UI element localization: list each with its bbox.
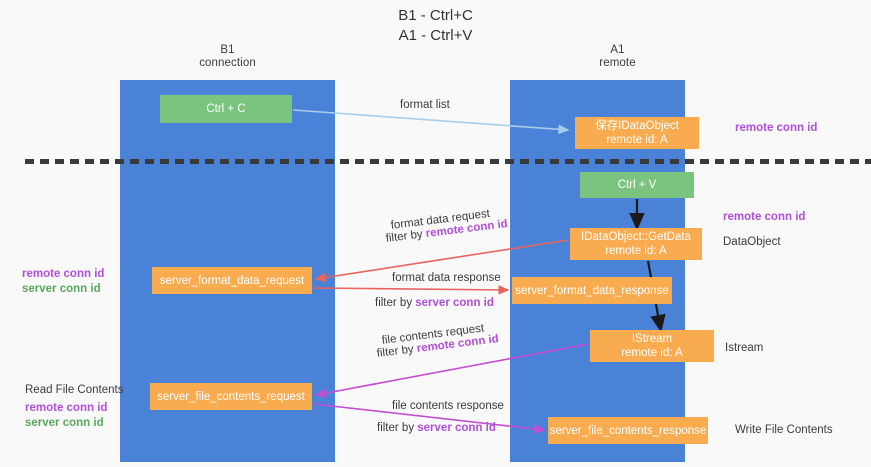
node-idataobject-getdata[interactable]: IDataObject::GetData remote id: A bbox=[570, 228, 702, 260]
node-istream[interactable]: IStream remote id: A bbox=[590, 330, 714, 362]
node-ctrl-v-label: Ctrl + V bbox=[617, 179, 657, 191]
annotation-remote-conn-id: remote conn id bbox=[22, 268, 105, 280]
node-ctrl-v[interactable]: Ctrl + V bbox=[580, 172, 694, 198]
node-server-format-data-request[interactable]: server_format_data_request bbox=[152, 267, 312, 294]
annotation-remote-conn-id: remote conn id bbox=[25, 402, 108, 414]
annotation-right-remote-conn-id-top: remote conn id bbox=[735, 121, 817, 136]
annotation-right-dataobject: DataObject bbox=[723, 235, 781, 250]
annotation-right-remote-conn-id-mid: remote conn id bbox=[723, 210, 805, 225]
lane-header-b1: B1 connection bbox=[140, 44, 315, 70]
node-istream-label: IStream bbox=[631, 333, 673, 345]
node-save-idataobject-label: 保存IDataObject bbox=[595, 120, 679, 132]
filter-key-server-conn-id: server conn id bbox=[417, 422, 496, 434]
node-ctrl-c[interactable]: Ctrl + C bbox=[160, 95, 292, 123]
edge-format-data-response bbox=[313, 285, 510, 295]
annotation-text: Write File Contents bbox=[735, 424, 833, 436]
edge-label-file-contents-response-text: file contents response bbox=[392, 400, 504, 412]
annotation-text: Read File Contents bbox=[25, 384, 124, 396]
annotation-right-write-file-contents: Write File Contents bbox=[735, 423, 833, 438]
filter-prefix: filter by bbox=[376, 343, 418, 360]
annotation-server-conn-id: server conn id bbox=[22, 283, 101, 295]
annotation-text: remote conn id bbox=[735, 122, 818, 134]
edge-label-file-contents-response: file contents response bbox=[392, 399, 504, 414]
node-server-file-contents-request-label: server_file_contents_request bbox=[157, 390, 305, 403]
page-title: B1 - Ctrl+C A1 - Ctrl+V bbox=[0, 6, 871, 46]
lane-header-a1-sub: remote bbox=[599, 57, 636, 69]
annotation-right-istream: Istream bbox=[725, 341, 763, 356]
node-server-format-data-response-label: server_format_data_response bbox=[515, 284, 669, 297]
lane-header-a1-name: A1 bbox=[610, 44, 625, 56]
node-server-file-contents-response[interactable]: server_file_contents_response bbox=[548, 417, 708, 444]
annotation-text: remote conn id bbox=[723, 211, 806, 223]
title-line-1: B1 - Ctrl+C bbox=[398, 7, 473, 24]
edge-label-format-data-response: format data response bbox=[392, 271, 501, 286]
lane-header-a1: A1 remote bbox=[530, 44, 705, 70]
edge-label-format-list-text: format list bbox=[400, 99, 450, 111]
phase-divider bbox=[25, 159, 871, 164]
filter-prefix: filter by bbox=[385, 228, 427, 245]
filter-prefix: filter by bbox=[377, 422, 418, 434]
lane-header-b1-name: B1 bbox=[220, 44, 235, 56]
filter-prefix: filter by bbox=[375, 297, 416, 309]
node-server-file-contents-request[interactable]: server_file_contents_request bbox=[150, 383, 312, 410]
annotation-left-conn-ids-bottom: remote conn id server conn id bbox=[25, 401, 107, 431]
node-server-format-data-request-label: server_format_data_request bbox=[159, 274, 305, 287]
edge-label-format-data-response-filter: filter by server conn id bbox=[375, 296, 494, 311]
edge-label-format-list: format list bbox=[400, 98, 450, 113]
node-save-idataobject-sublabel: remote id: A bbox=[606, 134, 668, 146]
node-idataobject-getdata-sublabel: remote id: A bbox=[605, 245, 667, 257]
node-idataobject-getdata-label: IDataObject::GetData bbox=[581, 231, 691, 243]
edge-label-format-data-response-text: format data response bbox=[392, 272, 501, 284]
annotation-server-conn-id: server conn id bbox=[25, 417, 104, 429]
filter-key-server-conn-id: server conn id bbox=[415, 297, 494, 309]
annotation-text: DataObject bbox=[723, 236, 781, 248]
node-server-file-contents-response-label: server_file_contents_response bbox=[549, 424, 707, 437]
node-server-format-data-response[interactable]: server_format_data_response bbox=[512, 277, 672, 304]
title-line-2: A1 - Ctrl+V bbox=[398, 27, 473, 44]
edge-label-file-contents-response-filter: filter by server conn id bbox=[377, 421, 496, 436]
annotation-left-conn-ids-mid: remote conn id server conn id bbox=[22, 267, 104, 297]
annotation-left-read-file-contents: Read File Contents bbox=[25, 383, 123, 398]
node-istream-sublabel: remote id: A bbox=[621, 347, 683, 359]
node-save-idataobject[interactable]: 保存IDataObject remote id: A bbox=[575, 117, 699, 149]
lane-header-b1-sub: connection bbox=[199, 57, 256, 69]
annotation-text: Istream bbox=[725, 342, 764, 354]
node-ctrl-c-label: Ctrl + C bbox=[206, 103, 246, 115]
